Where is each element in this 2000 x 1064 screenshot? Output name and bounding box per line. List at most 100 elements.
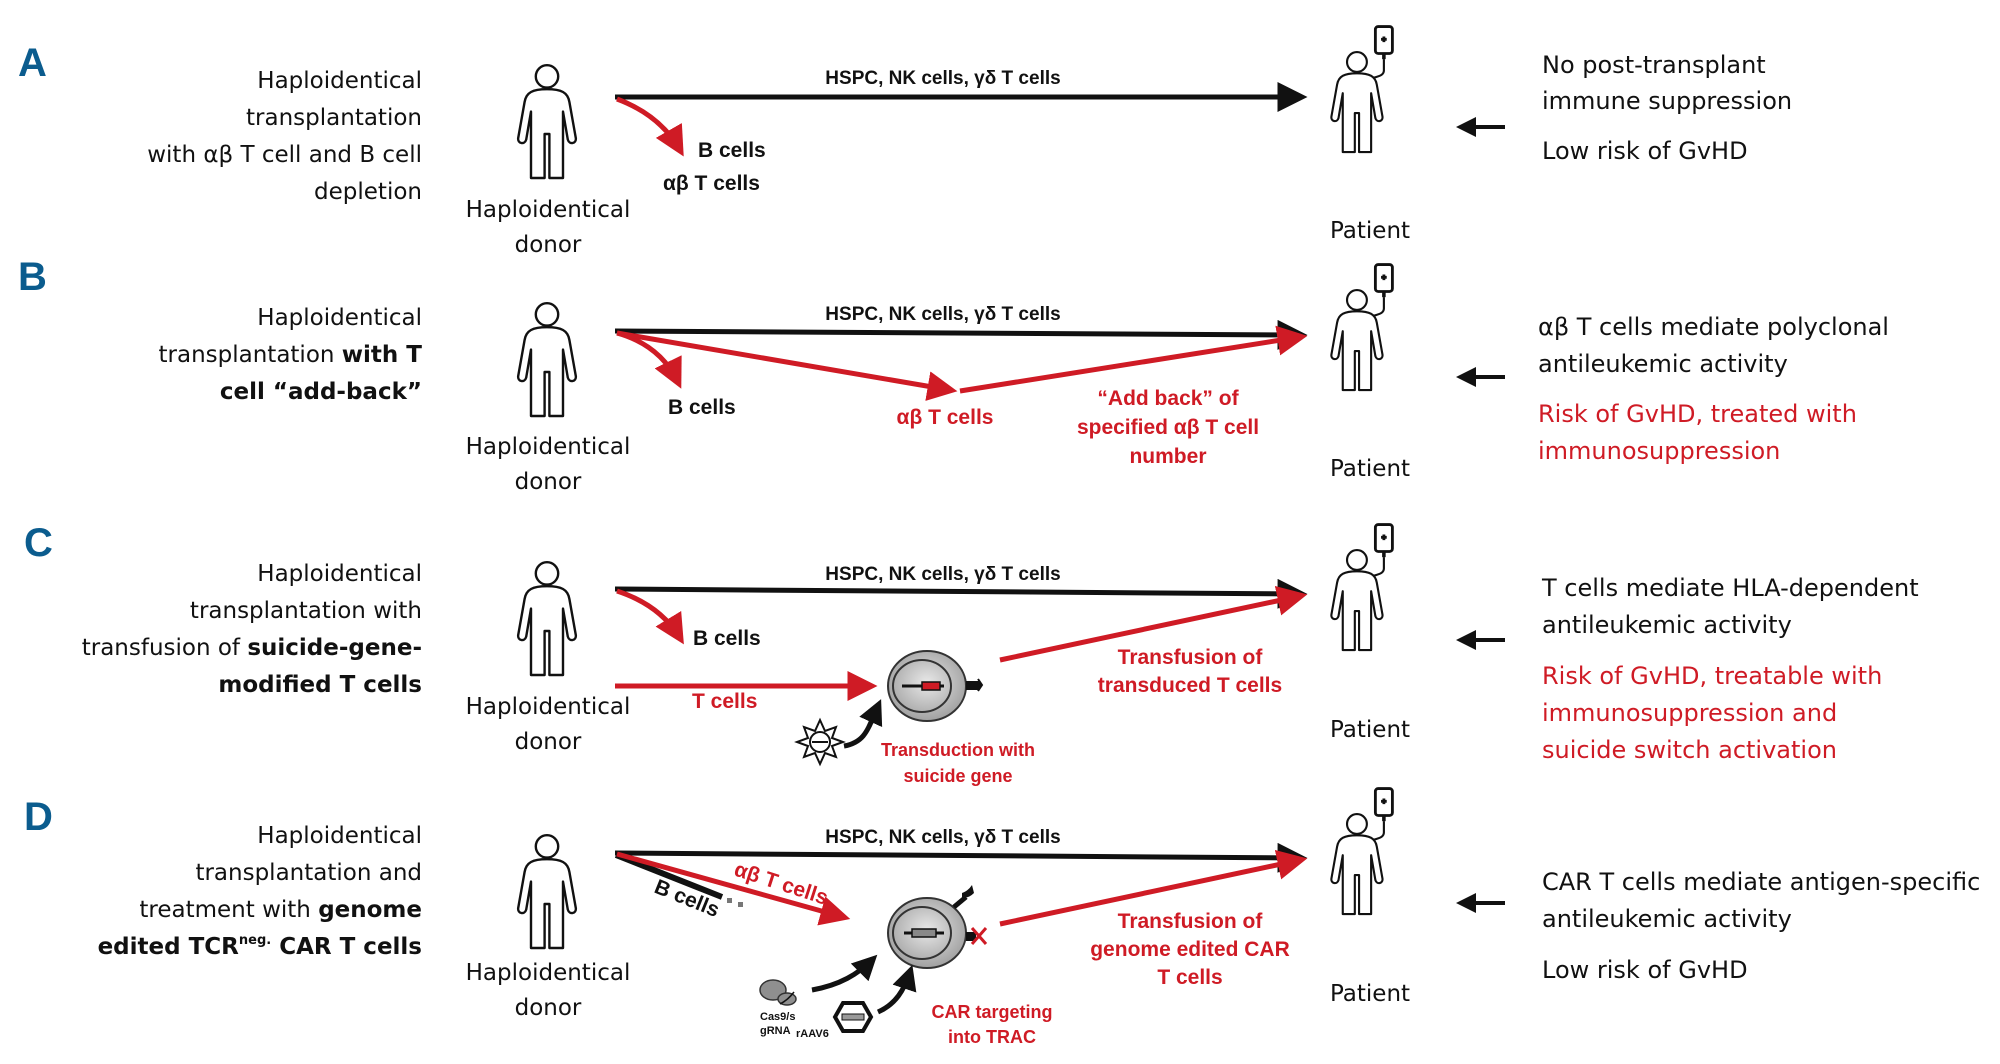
b-cell-dash [738, 902, 743, 907]
add-back-label-line-3: number [1129, 445, 1206, 468]
patient-with-iv-bag-icon [1330, 25, 1395, 154]
transduction-label-line-2: suicide gene [903, 766, 1012, 786]
panel-b-title-line-2: transplantation with T [159, 342, 423, 368]
depleted-ab-t-cells-label: αβ T cells [663, 172, 760, 195]
outcome-risk-line: immunosuppression [1538, 437, 1780, 465]
transduction-arrow [843, 699, 883, 749]
main-arrow-label: HSPC, NK cells, γδ T cells [825, 564, 1060, 585]
patient-label: Patient [1330, 218, 1410, 244]
patient-label: Patient [1330, 456, 1410, 482]
panel-c: C Haploidentical transplantation with tr… [24, 521, 1919, 786]
main-graft-arrow [614, 842, 1308, 873]
panel-d-title-line-1: Haploidentical [257, 823, 422, 849]
panel-d-title-line-2: transplantation and [195, 860, 422, 886]
patient-with-iv-bag-icon [1330, 787, 1395, 916]
main-graft-arrow [614, 319, 1308, 350]
transfusion-label-line-3: T cells [1157, 966, 1222, 989]
depletion-arrow [616, 96, 684, 157]
outcome-line: αβ T cells mediate polyclonal [1538, 313, 1889, 341]
outcome-risk-line: Risk of GvHD, treatable with [1542, 662, 1882, 690]
panel-label-b: B [18, 255, 47, 299]
depletion-arrow [616, 588, 684, 645]
panel-label-c: C [24, 521, 53, 565]
add-back-label-line-2: specified αβ T cell [1077, 416, 1259, 439]
panel-d-title-line-4: edited TCRneg. CAR T cells [98, 933, 422, 960]
donor-person-icon [516, 301, 578, 418]
panel-c-title-line-4: modified T cells [218, 672, 422, 698]
patient-label: Patient [1330, 981, 1410, 1007]
raav6-label: rAAV6 [796, 1028, 829, 1040]
donor-label-line-1: Haploidentical [466, 434, 631, 460]
car-targeting-label-line-2: into TRAC [948, 1027, 1036, 1047]
patient-with-iv-bag-icon [1330, 523, 1395, 652]
panel-a-title-line-2: transplantation [246, 105, 422, 131]
outcome-line: antileukemic activity [1538, 350, 1788, 378]
outcome-risk-line: Risk of GvHD, treated with [1538, 400, 1857, 428]
t-cells-label: T cells [692, 690, 757, 713]
panel-c-title-line-3: transfusion of suicide-gene- [82, 635, 422, 661]
ab-t-cell-arrow [616, 851, 851, 926]
transfusion-arrow [999, 850, 1308, 927]
transduction-label-line-1: Transduction with [881, 740, 1035, 760]
cas9-label-line-1: Cas9/s [760, 1011, 795, 1023]
main-arrow-label: HSPC, NK cells, γδ T cells [825, 68, 1060, 89]
car-targeting-label-line-1: CAR targeting [932, 1002, 1053, 1022]
panel-label-a: A [18, 41, 47, 85]
panel-d-title-line-3: treatment with genome [139, 897, 422, 923]
panel-a-title-line-4: depletion [314, 179, 422, 205]
donor-label-line-2: donor [515, 232, 582, 258]
cas9-delivery-arrow [811, 954, 878, 993]
panel-b-title-line-3: cell “add-back” [220, 379, 422, 405]
outcome-risk-line: suicide switch activation [1542, 736, 1837, 764]
donor-label-line-1: Haploidentical [466, 694, 631, 720]
donor-person-icon [516, 833, 578, 950]
transfusion-label-line-2: transduced T cells [1098, 674, 1282, 697]
raav6-delivery-arrow [876, 964, 917, 1015]
depleted-b-cells-label: B cells [693, 627, 761, 650]
patient-label: Patient [1330, 717, 1410, 743]
donor-label-line-2: donor [515, 729, 582, 755]
transfusion-label-line-2: genome edited CAR [1090, 938, 1290, 961]
add-back-arrow [959, 325, 1308, 394]
panel-d: D Haploidentical transplantation and tre… [24, 787, 1980, 1047]
patient-with-iv-bag-icon [1330, 263, 1395, 392]
panel-b: B Haploidentical transplantation with T … [18, 255, 1889, 495]
panel-a-title-line-3: with αβ T cell and B cell [147, 142, 422, 168]
lentivirus-icon [794, 717, 846, 767]
outcome-line: Low risk of GvHD [1542, 137, 1748, 165]
main-arrow-label: HSPC, NK cells, γδ T cells [825, 827, 1060, 848]
donor-label-line-2: donor [515, 469, 582, 495]
panel-label-d: D [24, 795, 53, 839]
main-graft-arrow [614, 578, 1308, 609]
outcome-line: Low risk of GvHD [1542, 956, 1748, 984]
raav6-capsid-icon: rAAV6 [796, 1001, 874, 1040]
outcome-line: antileukemic activity [1542, 905, 1792, 933]
outcome-risk-line: immunosuppression and [1542, 699, 1837, 727]
donor-label-line-1: Haploidentical [466, 197, 631, 223]
panel-a-title-line-1: Haploidentical [257, 68, 422, 94]
panel-a: A Haploidentical transplantation with αβ… [18, 25, 1792, 258]
car-t-cell-icon [887, 885, 988, 969]
t-cell-icon [887, 650, 984, 722]
donor-person-icon [516, 63, 578, 180]
outcome-line: No post-transplant [1542, 51, 1766, 79]
main-arrow-label: HSPC, NK cells, γδ T cells [825, 304, 1060, 325]
depleted-b-cells-label: B cells [698, 139, 766, 162]
ab-t-cells-label: αβ T cells [897, 406, 994, 429]
donor-label-line-2: donor [515, 995, 582, 1021]
ab-t-cell-separation-arrow [616, 330, 958, 401]
panel-b-title-line-1: Haploidentical [257, 305, 422, 331]
transfusion-arrow [999, 586, 1308, 663]
add-back-label-line-1: “Add back” of [1097, 387, 1239, 410]
donor-label-line-1: Haploidentical [466, 960, 631, 986]
depleted-b-cells-label: B cells [668, 396, 736, 419]
panel-c-title-line-2: transplantation with [190, 598, 422, 624]
outcome-line: immune suppression [1542, 87, 1792, 115]
b-cell-dash [727, 898, 732, 903]
transfusion-label-line-1: Transfusion of [1118, 910, 1264, 933]
transfusion-label-line-1: Transfusion of [1118, 646, 1264, 669]
donor-person-icon [516, 560, 578, 677]
outcome-line: antileukemic activity [1542, 611, 1792, 639]
panel-c-title-line-1: Haploidentical [257, 561, 422, 587]
